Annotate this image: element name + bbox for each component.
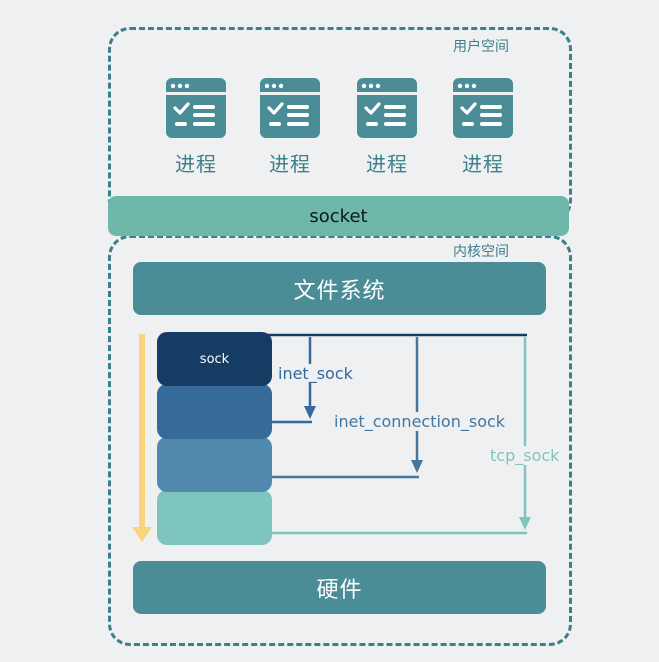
hardware-label: 硬件 xyxy=(316,577,363,603)
tcp-sock-label: tcp_sock xyxy=(490,446,560,465)
hardware-bar: 硬件 xyxy=(133,561,546,614)
process-label: 进程 xyxy=(269,152,311,176)
kernel-space-region xyxy=(108,235,572,646)
app-window-checklist-icon xyxy=(357,78,417,138)
process-item: 进程 xyxy=(165,78,227,177)
process-item: 进程 xyxy=(259,78,321,177)
sock-label: sock xyxy=(199,351,230,367)
socket-label: socket xyxy=(309,205,368,227)
app-window-checklist-icon xyxy=(453,78,513,138)
socket-bar: socket xyxy=(108,196,569,236)
data-flow-arrow xyxy=(132,334,152,542)
inet-connection-sock-label: inet_connection_sock xyxy=(334,412,506,431)
process-item: 进程 xyxy=(452,78,514,177)
user-space-label: 用户空间 xyxy=(453,39,509,55)
process-item: 进程 xyxy=(356,78,418,177)
process-label: 进程 xyxy=(175,152,217,176)
process-label: 进程 xyxy=(366,152,408,176)
kernel-space-label: 内核空间 xyxy=(453,244,509,260)
tcp-sock-layer xyxy=(157,490,272,545)
inet-connection-sock-layer xyxy=(157,437,272,492)
inet-sock-label: inet_sock xyxy=(278,364,353,383)
filesystem-label: 文件系统 xyxy=(293,278,386,304)
filesystem-bar: 文件系统 xyxy=(133,262,546,315)
app-window-checklist-icon xyxy=(166,78,226,138)
sock-layer: sock xyxy=(157,332,272,386)
process-label: 进程 xyxy=(462,152,504,176)
app-window-checklist-icon xyxy=(260,78,320,138)
inet-sock-layer xyxy=(157,384,272,439)
